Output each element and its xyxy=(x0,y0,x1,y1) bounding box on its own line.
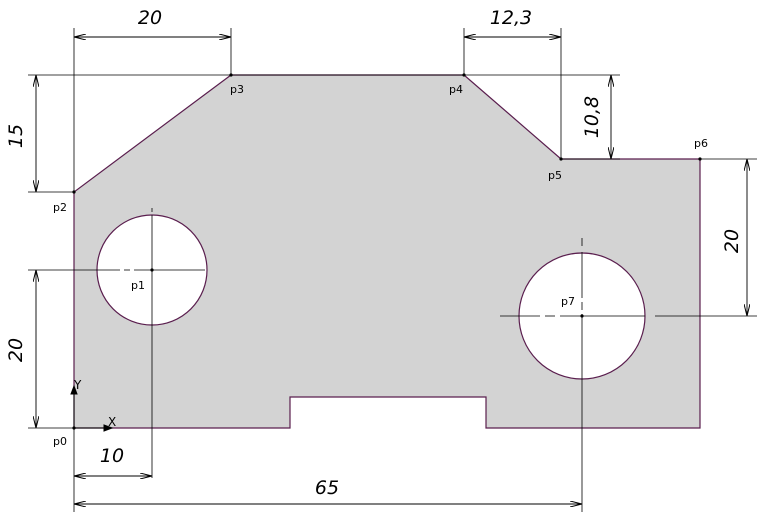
vertex-dots xyxy=(72,73,702,430)
point-label-p6: p6 xyxy=(694,137,708,150)
point-label-p1: p1 xyxy=(131,279,145,292)
point-label-p7: p7 xyxy=(561,295,575,308)
point-label-p0: p0 xyxy=(53,435,67,448)
dimension-lines xyxy=(36,37,747,504)
dim-hole-offset: 10 xyxy=(100,445,124,467)
extension-lines xyxy=(28,28,757,512)
axis-indicator xyxy=(70,384,114,432)
point-label-p2: p2 xyxy=(53,201,67,214)
point-label-p4: p4 xyxy=(449,83,463,96)
dim-right-height: 20 xyxy=(721,229,743,253)
dim-overall-width: 65 xyxy=(315,477,339,499)
dim-top-right-width: 12,3 xyxy=(490,7,532,29)
dim-right-chamfer-height: 10,8 xyxy=(581,96,603,138)
axis-label-y: Y xyxy=(73,378,82,392)
center-lines xyxy=(28,208,757,512)
dim-top-left-width: 20 xyxy=(138,7,162,29)
point-label-p3: p3 xyxy=(230,83,244,96)
dim-left-hole-height: 20 xyxy=(5,338,27,362)
dim-left-height: 15 xyxy=(5,124,27,148)
point-label-p5: p5 xyxy=(548,169,562,182)
axis-label-x: X xyxy=(108,415,116,429)
